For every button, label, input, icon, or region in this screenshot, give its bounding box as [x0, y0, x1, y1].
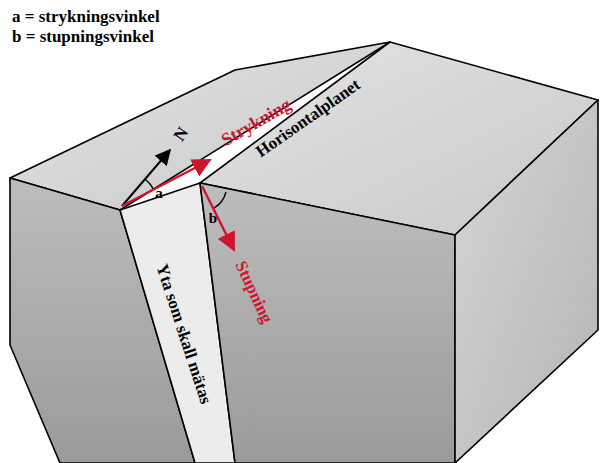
angle-letter: a — [155, 186, 163, 201]
legend-note: a = strykningsvinkel — [12, 8, 160, 25]
strike-angle-arc — [145, 179, 154, 190]
north-arrow — [122, 150, 170, 206]
strike-arrow — [122, 160, 210, 206]
dip-arrow — [202, 186, 234, 250]
right-front-face — [200, 183, 455, 463]
right-side-face — [455, 100, 598, 463]
angle-letter: b — [209, 211, 217, 226]
dip-angle-arc — [214, 192, 226, 208]
legend-note: b = stupningsvinkel — [12, 28, 154, 45]
